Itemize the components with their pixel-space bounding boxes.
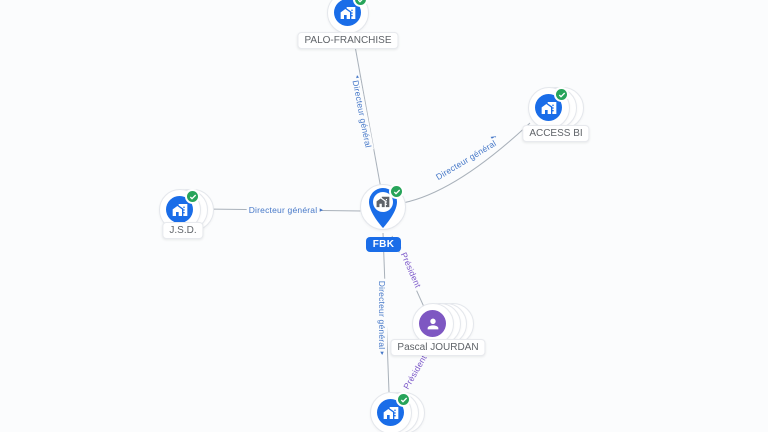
verified-check-icon (554, 87, 569, 102)
map-pin-icon (365, 186, 401, 230)
verified-check-icon (389, 184, 404, 199)
edge-line-fbk-to-palo (354, 45, 382, 190)
node-label-palo-franchise[interactable]: PALO-FRANCHISE (297, 32, 399, 49)
node-pascal-jourdan[interactable]: Pascal JOURDAN (390, 303, 486, 365)
edge-label-directeur-general-bottom: Directeur général (377, 278, 387, 352)
edge-line-fbk-to-access-bi (396, 122, 531, 205)
verified-check-icon (396, 392, 411, 407)
verified-check-icon (185, 189, 200, 204)
node-access-bi[interactable]: ACCESS BI (522, 87, 590, 149)
node-label-access-bi[interactable]: ACCESS BI (522, 125, 590, 142)
node-palo-franchise[interactable]: PALO-FRANCHISE (297, 0, 399, 54)
node-bottom-company[interactable] (370, 392, 432, 432)
node-fbk-selected[interactable]: FBK (360, 184, 406, 254)
person-icon (419, 310, 446, 337)
company-building-icon (334, 0, 361, 26)
selected-node-badge-fbk[interactable]: FBK (366, 237, 401, 252)
node-jsd[interactable]: J.S.D. (159, 189, 221, 251)
node-label-jsd[interactable]: J.S.D. (162, 222, 204, 239)
node-label-pascal-jourdan[interactable]: Pascal JOURDAN (390, 339, 486, 356)
edge-label-directeur-general-jsd: Directeur général (246, 205, 320, 215)
